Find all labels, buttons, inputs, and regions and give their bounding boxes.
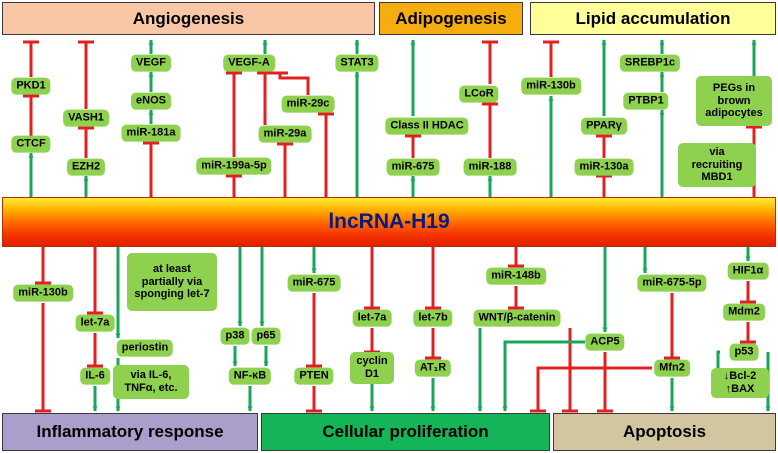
- node-mir675-5p: miR-675-5p: [637, 274, 707, 292]
- node-pegs: PEGs in brown adipocytes: [696, 76, 772, 126]
- note-sponging-let7: at least partially via sponging let-7: [127, 253, 217, 311]
- node-mir181a: miR-181a: [121, 124, 181, 142]
- node-mir29a: miR-29a: [258, 125, 312, 143]
- node-p65: p65: [251, 327, 281, 345]
- header-apoptosis: Apoptosis: [553, 413, 776, 451]
- node-enos: eNOS: [131, 92, 171, 110]
- node-mir130a: miR-130a: [574, 158, 634, 176]
- node-vash1: VASH1: [63, 109, 109, 127]
- node-class2-hdac: Class II HDAC: [385, 117, 469, 135]
- header-lipid-accumulation: Lipid accumulation: [530, 2, 776, 35]
- node-ppar-gamma: PPARγ: [581, 117, 627, 135]
- node-periostin: periostin: [116, 339, 174, 357]
- header-adipogenesis: Adipogenesis: [379, 2, 523, 35]
- node-bcl2-bax: ↓Bcl-2 ↑BAX: [711, 368, 769, 398]
- node-mir199a: miR-199a-5p: [196, 157, 272, 175]
- header-cellular-proliferation: Cellular proliferation: [261, 413, 550, 451]
- node-ctcf: CTCF: [11, 135, 51, 153]
- node-mir130b-lower: miR-130b: [13, 284, 73, 302]
- node-mir675-upper: miR-675: [386, 158, 440, 176]
- header-angiogenesis: Angiogenesis: [2, 2, 375, 35]
- node-ptbp1: PTBP1: [623, 92, 669, 110]
- node-vegf: VEGF: [131, 54, 171, 72]
- node-hif1a: HIF1α: [727, 262, 769, 280]
- node-cyclin-d1: cyclin D1: [350, 352, 394, 384]
- node-lcor: LCoR: [459, 85, 499, 103]
- node-mir675-lower: miR-675: [287, 274, 341, 292]
- node-acp5: ACP5: [585, 333, 625, 351]
- edge-16: [278, 73, 310, 95]
- node-il6: IL-6: [80, 367, 110, 385]
- node-let7b: let-7b: [413, 309, 453, 327]
- edge-62: [502, 340, 585, 412]
- node-let7a-inflam: let-7a: [75, 314, 115, 332]
- note-recruiting-mbd1: via recruiting MBD1: [678, 143, 756, 187]
- node-at1r: AT₁R: [414, 359, 452, 377]
- node-pten: PTEN: [294, 367, 334, 385]
- edge-66: [536, 366, 652, 411]
- node-stat3: STAT3: [335, 54, 379, 72]
- node-mir188: miR-188: [463, 158, 517, 176]
- node-p53: p53: [729, 343, 759, 361]
- node-mfn2: Mfn2: [654, 359, 690, 377]
- node-let7a-prolif: let-7a: [352, 309, 392, 327]
- node-vegfa: VEGF-A: [223, 54, 275, 72]
- hub-lncrna-h19: lncRNA-H19: [2, 197, 776, 247]
- header-inflammatory-response: Inflammatory response: [2, 413, 258, 451]
- edge-71: [715, 350, 721, 375]
- node-mdm2: Mdm2: [723, 303, 765, 321]
- node-ezh2: EZH2: [66, 158, 106, 176]
- node-srebp1c: SREBP1c: [619, 54, 681, 72]
- node-wnt-beta-catenin: WNT/β-catenin: [473, 309, 561, 327]
- node-mir148b: miR-148b: [486, 267, 546, 285]
- node-mir29c: miR-29c: [281, 95, 335, 113]
- node-pkd1: PKD1: [11, 77, 51, 95]
- node-p38: p38: [220, 327, 250, 345]
- note-il6-tnf: via IL-6, TNFα, etc.: [113, 365, 189, 399]
- node-nfkb: NF-κB: [228, 367, 272, 385]
- node-mir130b-upper: miR-130b: [521, 77, 581, 95]
